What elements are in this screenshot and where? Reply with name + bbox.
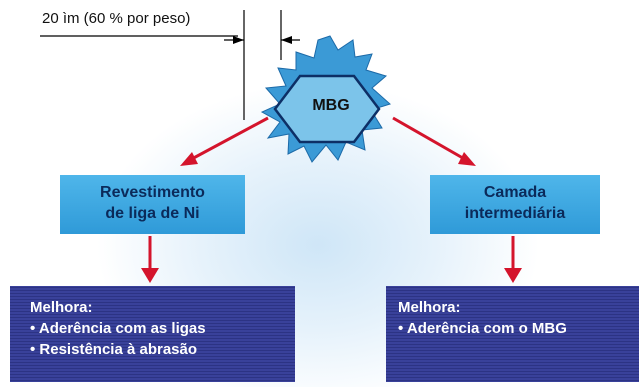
mbg-core-hexagon [273, 74, 381, 144]
panel-left-improvements [10, 286, 295, 382]
panel-right-title: Melhora: [398, 299, 461, 316]
box-right-line1: Camada [483, 184, 547, 201]
arrow-core-to-left [180, 116, 269, 166]
panel-right-improvements [386, 286, 639, 382]
box-ni-alloy-coating [60, 175, 245, 234]
dimension-label: 20 ìm (60 % por peso) [42, 10, 191, 27]
arrow-left-box-to-panel [141, 236, 159, 283]
panel-left-item: • Aderência com as ligas [30, 320, 206, 337]
arrow-right-box-to-panel [504, 236, 522, 283]
box-right-line2: intermediária [464, 205, 566, 222]
box-left-line1: Revestimento [100, 184, 205, 201]
dimension-marker [40, 10, 300, 120]
dimension-arrow-right [281, 36, 292, 44]
panel-left-title: Melhora: [30, 299, 93, 316]
core-label: MBG [312, 97, 350, 114]
arrow-core-to-right [392, 116, 476, 166]
box-intermediate-label: Camada intermediária [430, 182, 600, 224]
panel-right-item: • Aderência com o MBG [398, 320, 567, 337]
dimension-arrow-left [233, 36, 244, 44]
panel-right-text: Melhora: • Aderência com o MBG [398, 297, 567, 339]
box-ni-alloy-label: Revestimento de liga de Ni [60, 182, 245, 224]
panel-left-item: • Resistência à abrasão [30, 341, 198, 358]
panel-left-text: Melhora: • Aderência com as ligas • Resi… [30, 297, 206, 360]
box-intermediate-layer [430, 175, 600, 234]
box-left-line2: de liga de Ni [105, 205, 200, 222]
